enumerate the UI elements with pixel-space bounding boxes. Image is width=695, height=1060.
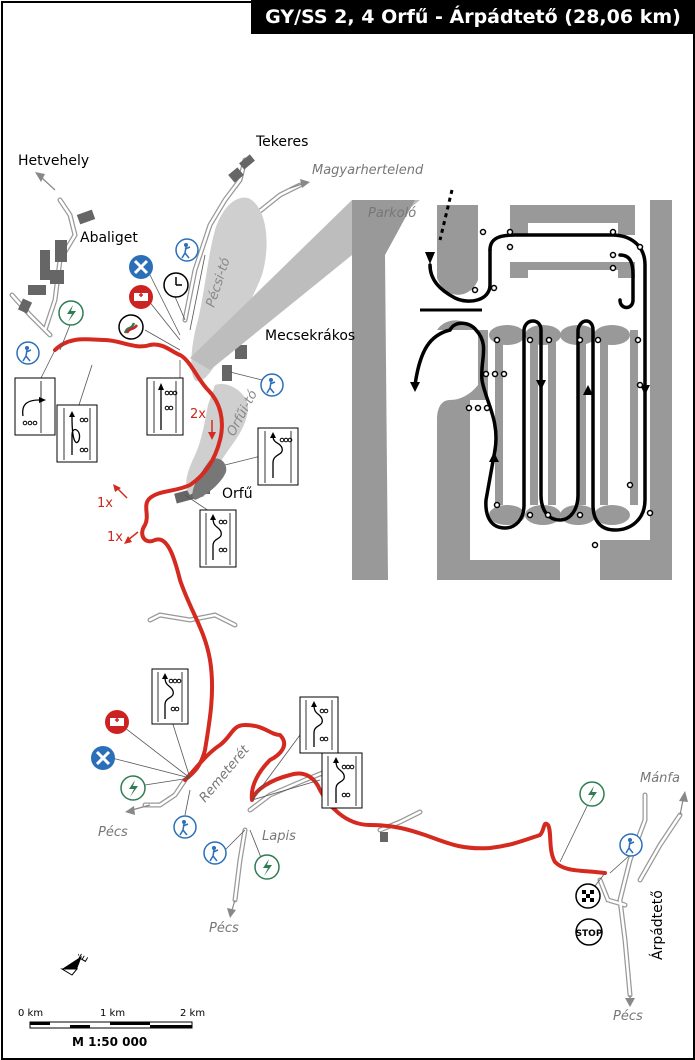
lakes — [186, 197, 267, 500]
spectator-icon — [173, 815, 197, 839]
place-magyarhertelend: Magyarhertelend — [312, 163, 424, 178]
lap-label-2x: 2x — [190, 407, 206, 422]
lap-label-1x-b: 1x — [107, 530, 123, 545]
lap-label-1x-a: 1x — [97, 496, 113, 511]
place-manfa: Mánfa — [640, 771, 680, 786]
place-hetvehely: Hetvehely — [18, 153, 89, 169]
orfui-to-lake — [186, 384, 249, 495]
scale-2km: 2 km — [180, 1008, 205, 1019]
spectator-icon — [260, 373, 284, 397]
energy-icon — [579, 781, 605, 807]
place-arpadteto: Árpádtető — [649, 890, 666, 960]
place-pecs-2: Pécs — [209, 921, 239, 936]
service-tools-icon — [91, 746, 115, 770]
energy-icon — [120, 775, 146, 801]
direction-arrows — [35, 172, 688, 1007]
spectator-icon — [203, 841, 227, 865]
clock-icon — [163, 272, 189, 298]
inset-route — [413, 233, 647, 532]
pace-note-box — [146, 377, 184, 436]
lap-markers — [113, 420, 216, 544]
north-arrow: É — [60, 952, 91, 976]
stop-label: STOP — [576, 929, 603, 939]
place-abaliget: Abaliget — [80, 230, 138, 246]
place-tekeres: Tekeres — [255, 134, 308, 150]
place-orfu: Orfű — [222, 486, 253, 502]
rally-flag-icon — [118, 314, 144, 340]
scale-bar: 0 km 1 km 2 km M 1:50 000 — [18, 1008, 205, 1049]
inset-markers — [465, 228, 654, 549]
ambulance-icon — [105, 710, 129, 734]
pace-note-box — [299, 696, 339, 754]
pace-note-box — [151, 668, 189, 725]
place-mecsekrakos: Mecsekrákos — [265, 328, 355, 344]
pace-note-box — [199, 509, 237, 568]
place-lapis: Lapis — [262, 829, 296, 844]
spectator-icon — [619, 833, 643, 857]
stop-sign-icon: STOP — [575, 918, 603, 946]
stage-route — [53, 337, 607, 875]
ambulance-icon — [129, 285, 153, 309]
scale-ratio: M 1:50 000 — [72, 1035, 147, 1049]
pace-note-boxes — [14, 377, 363, 809]
lake-dark-shore — [192, 458, 227, 500]
pace-note-box — [321, 752, 363, 809]
scale-0km: 0 km — [18, 1008, 43, 1019]
energy-icon — [254, 854, 280, 880]
pace-note-box — [56, 404, 98, 463]
parking-inset — [190, 189, 672, 580]
spectator-icon — [16, 341, 40, 365]
place-pecs-3: Pécs — [613, 1009, 643, 1024]
energy-icon — [58, 300, 84, 326]
place-parkolo: Parkoló — [368, 206, 416, 221]
pictograms: STOP — [16, 238, 643, 946]
pace-note-box — [257, 427, 299, 486]
service-tools-icon — [129, 255, 153, 279]
pace-note-box — [14, 377, 56, 436]
finish-flag-icon — [575, 883, 601, 909]
pecsi-to-lake — [191, 197, 267, 382]
page-title: GY/SS 2, 4 Orfű - Árpádtető (28,06 km) — [251, 0, 695, 34]
village-blocks — [17, 154, 388, 842]
spectator-icon — [175, 238, 199, 262]
scale-1km: 1 km — [100, 1008, 125, 1019]
place-pecs-1: Pécs — [98, 825, 128, 840]
